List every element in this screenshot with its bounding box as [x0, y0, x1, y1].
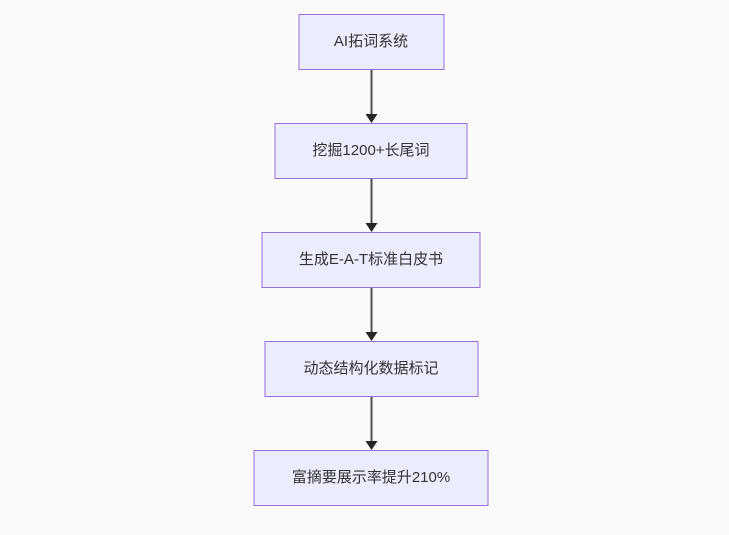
arrow-d-to-e — [364, 397, 378, 450]
arrow-line — [370, 70, 372, 114]
node-mine-1200-longtail-keywords: 挖掘1200+长尾词 — [274, 123, 468, 179]
arrow-c-to-d — [364, 288, 378, 341]
node-dynamic-structured-data-markup: 动态结构化数据标记 — [264, 341, 478, 397]
arrow-b-to-c — [364, 179, 378, 232]
node-ai-word-expansion-system: AI拓词系统 — [298, 14, 444, 70]
arrow-line — [370, 288, 372, 332]
node-generate-eat-whitepaper: 生成E-A-T标准白皮书 — [261, 232, 481, 288]
arrowhead-down-icon — [365, 332, 377, 341]
arrowhead-down-icon — [365, 223, 377, 232]
arrowhead-down-icon — [365, 441, 377, 450]
node-rich-snippet-rate-increase: 富摘要展示率提升210% — [253, 450, 489, 506]
arrowhead-down-icon — [365, 114, 377, 123]
flowchart: AI拓词系统 挖掘1200+长尾词 生成E-A-T标准白皮书 动态结构化数据标记… — [253, 14, 489, 506]
arrow-line — [370, 397, 372, 441]
arrow-a-to-b — [364, 70, 378, 123]
arrow-line — [370, 179, 372, 223]
